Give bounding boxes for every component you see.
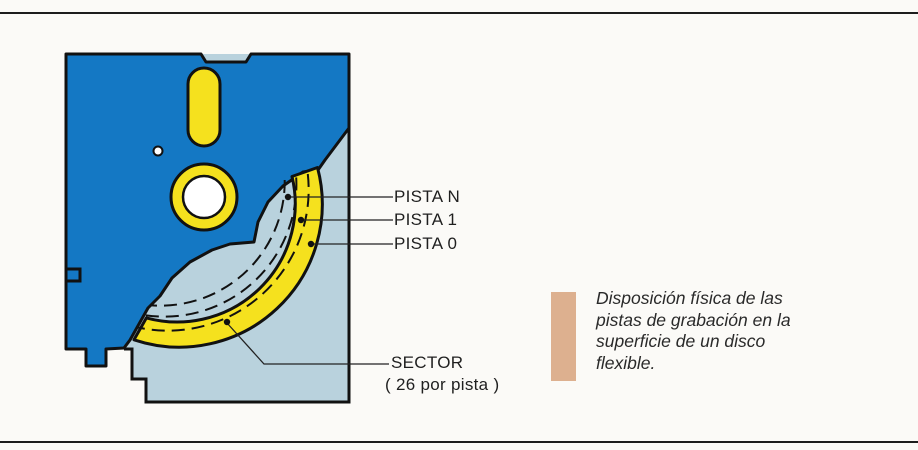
dot-pista-n [284,193,292,201]
label-sector-note: ( 26 por pista ) [385,375,500,394]
dot-pista-1 [297,216,305,224]
track-pista-1 [144,177,298,318]
track-pista-n [150,179,286,307]
disk-surface [132,166,324,349]
top-rule [0,12,918,14]
jacket-outline [124,128,351,404]
dot-sector [223,318,231,326]
label-sector: SECTOR [391,353,464,372]
head-access-slot [186,66,222,148]
jacket-notch [66,267,82,283]
bottom-rule [0,441,918,443]
label-pista-n: PISTA N [394,187,461,206]
center-hole [181,174,227,220]
leader-lines [226,196,393,365]
dot-pista-0 [307,240,315,248]
leader-dots [223,193,315,326]
leader-sector [226,322,389,365]
track-pista-0 [135,173,310,332]
color-swatch [551,292,576,381]
index-hole [152,145,164,157]
label-pista-0: PISTA 0 [394,234,458,253]
label-pista-1: PISTA 1 [394,210,458,229]
figure-caption: Disposición física de las pistas de grab… [596,288,791,373]
